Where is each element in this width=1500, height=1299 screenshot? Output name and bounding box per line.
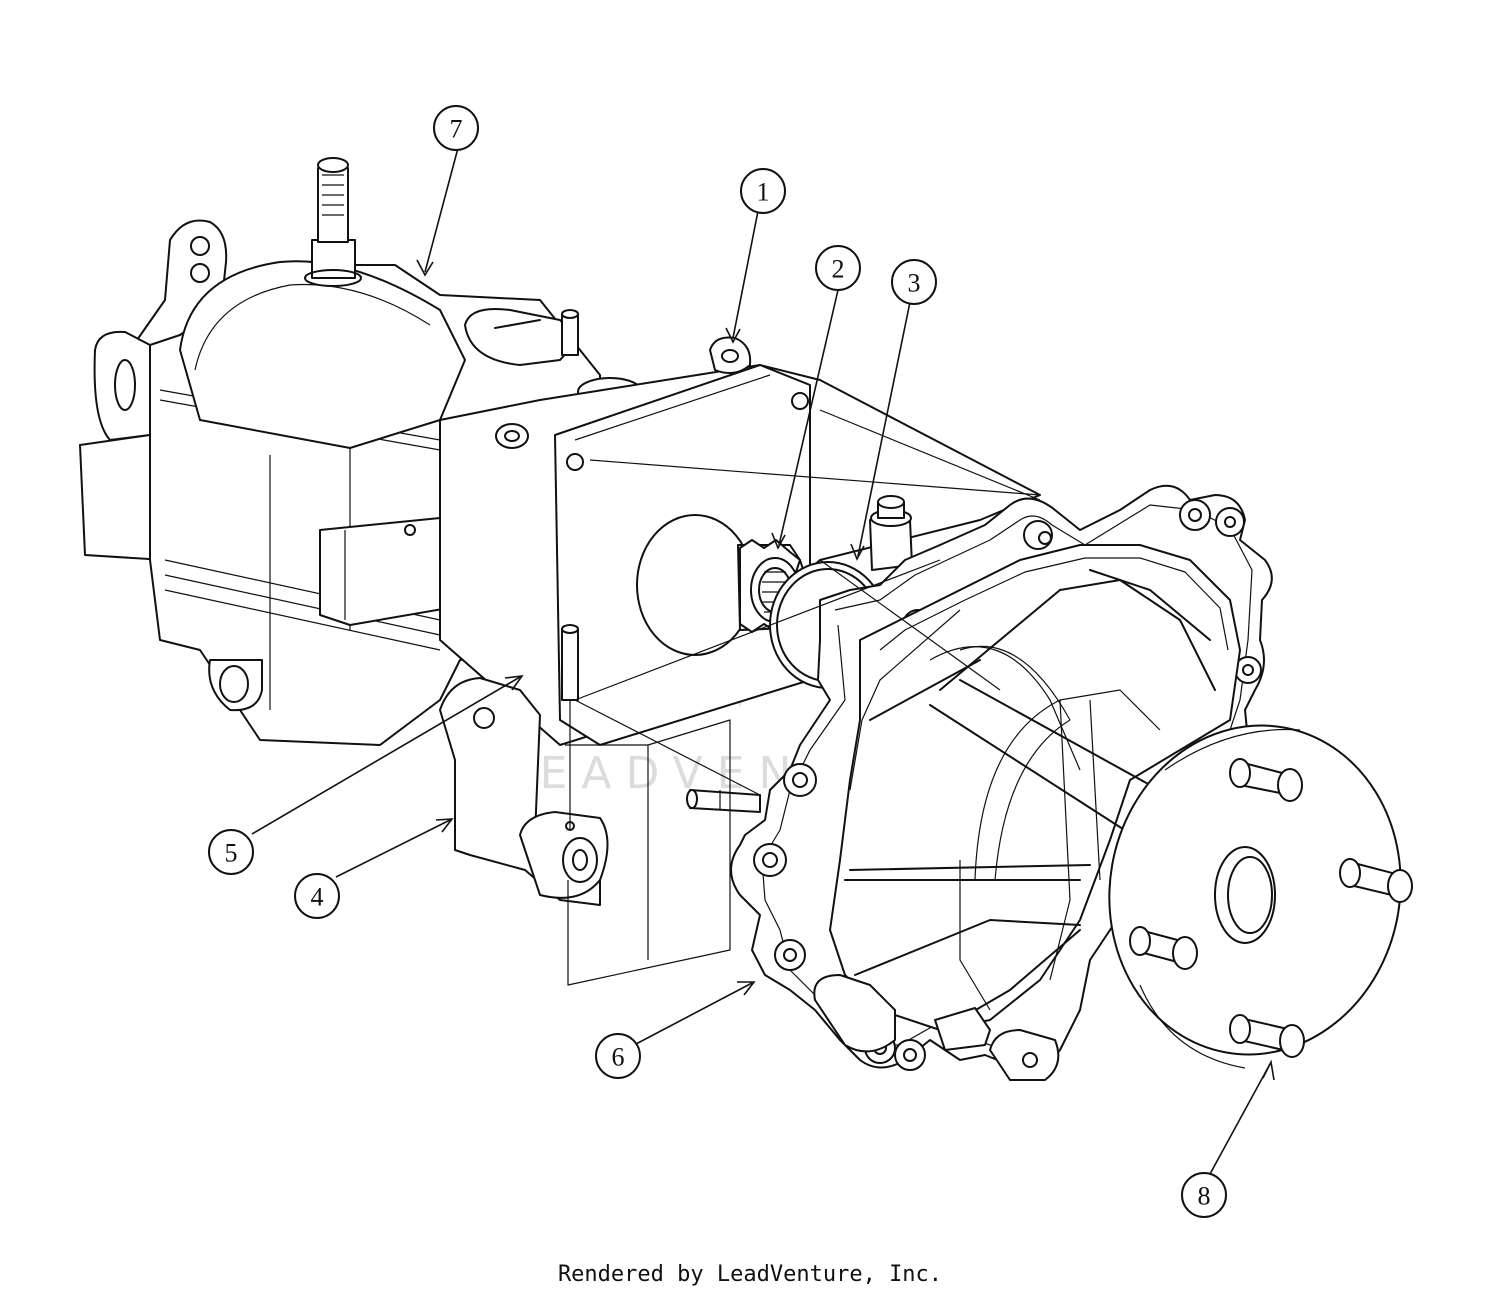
callout-6: 6 — [595, 1033, 641, 1079]
leader-lines — [251, 147, 1275, 1175]
render-credit: Rendered by LeadVenture, Inc. — [557, 1262, 943, 1287]
callout-5: 5 — [208, 829, 254, 875]
callout-2-label: 2 — [832, 255, 845, 284]
decal-plate — [565, 719, 731, 986]
wheel-hub — [1108, 724, 1413, 1069]
callout-1-label: 1 — [757, 178, 770, 207]
callout-3: 3 — [891, 259, 937, 305]
roll-pin — [561, 624, 579, 830]
callout-3-label: 3 — [908, 269, 921, 298]
mounting-bracket — [439, 677, 609, 906]
callout-6-label: 6 — [612, 1043, 625, 1072]
callout-5-label: 5 — [225, 839, 238, 868]
callout-8: 8 — [1181, 1172, 1227, 1218]
callout-8-label: 8 — [1198, 1182, 1211, 1211]
wheel-motor-housing — [730, 484, 1273, 1081]
callout-7: 7 — [433, 105, 479, 151]
callout-7-label: 7 — [450, 115, 463, 144]
callout-4-label: 4 — [311, 883, 324, 912]
callout-4: 4 — [294, 873, 340, 919]
callout-2: 2 — [815, 245, 861, 291]
wheel-studs — [1129, 758, 1413, 1058]
gearbox-housing — [79, 157, 643, 746]
callout-1: 1 — [740, 168, 786, 214]
